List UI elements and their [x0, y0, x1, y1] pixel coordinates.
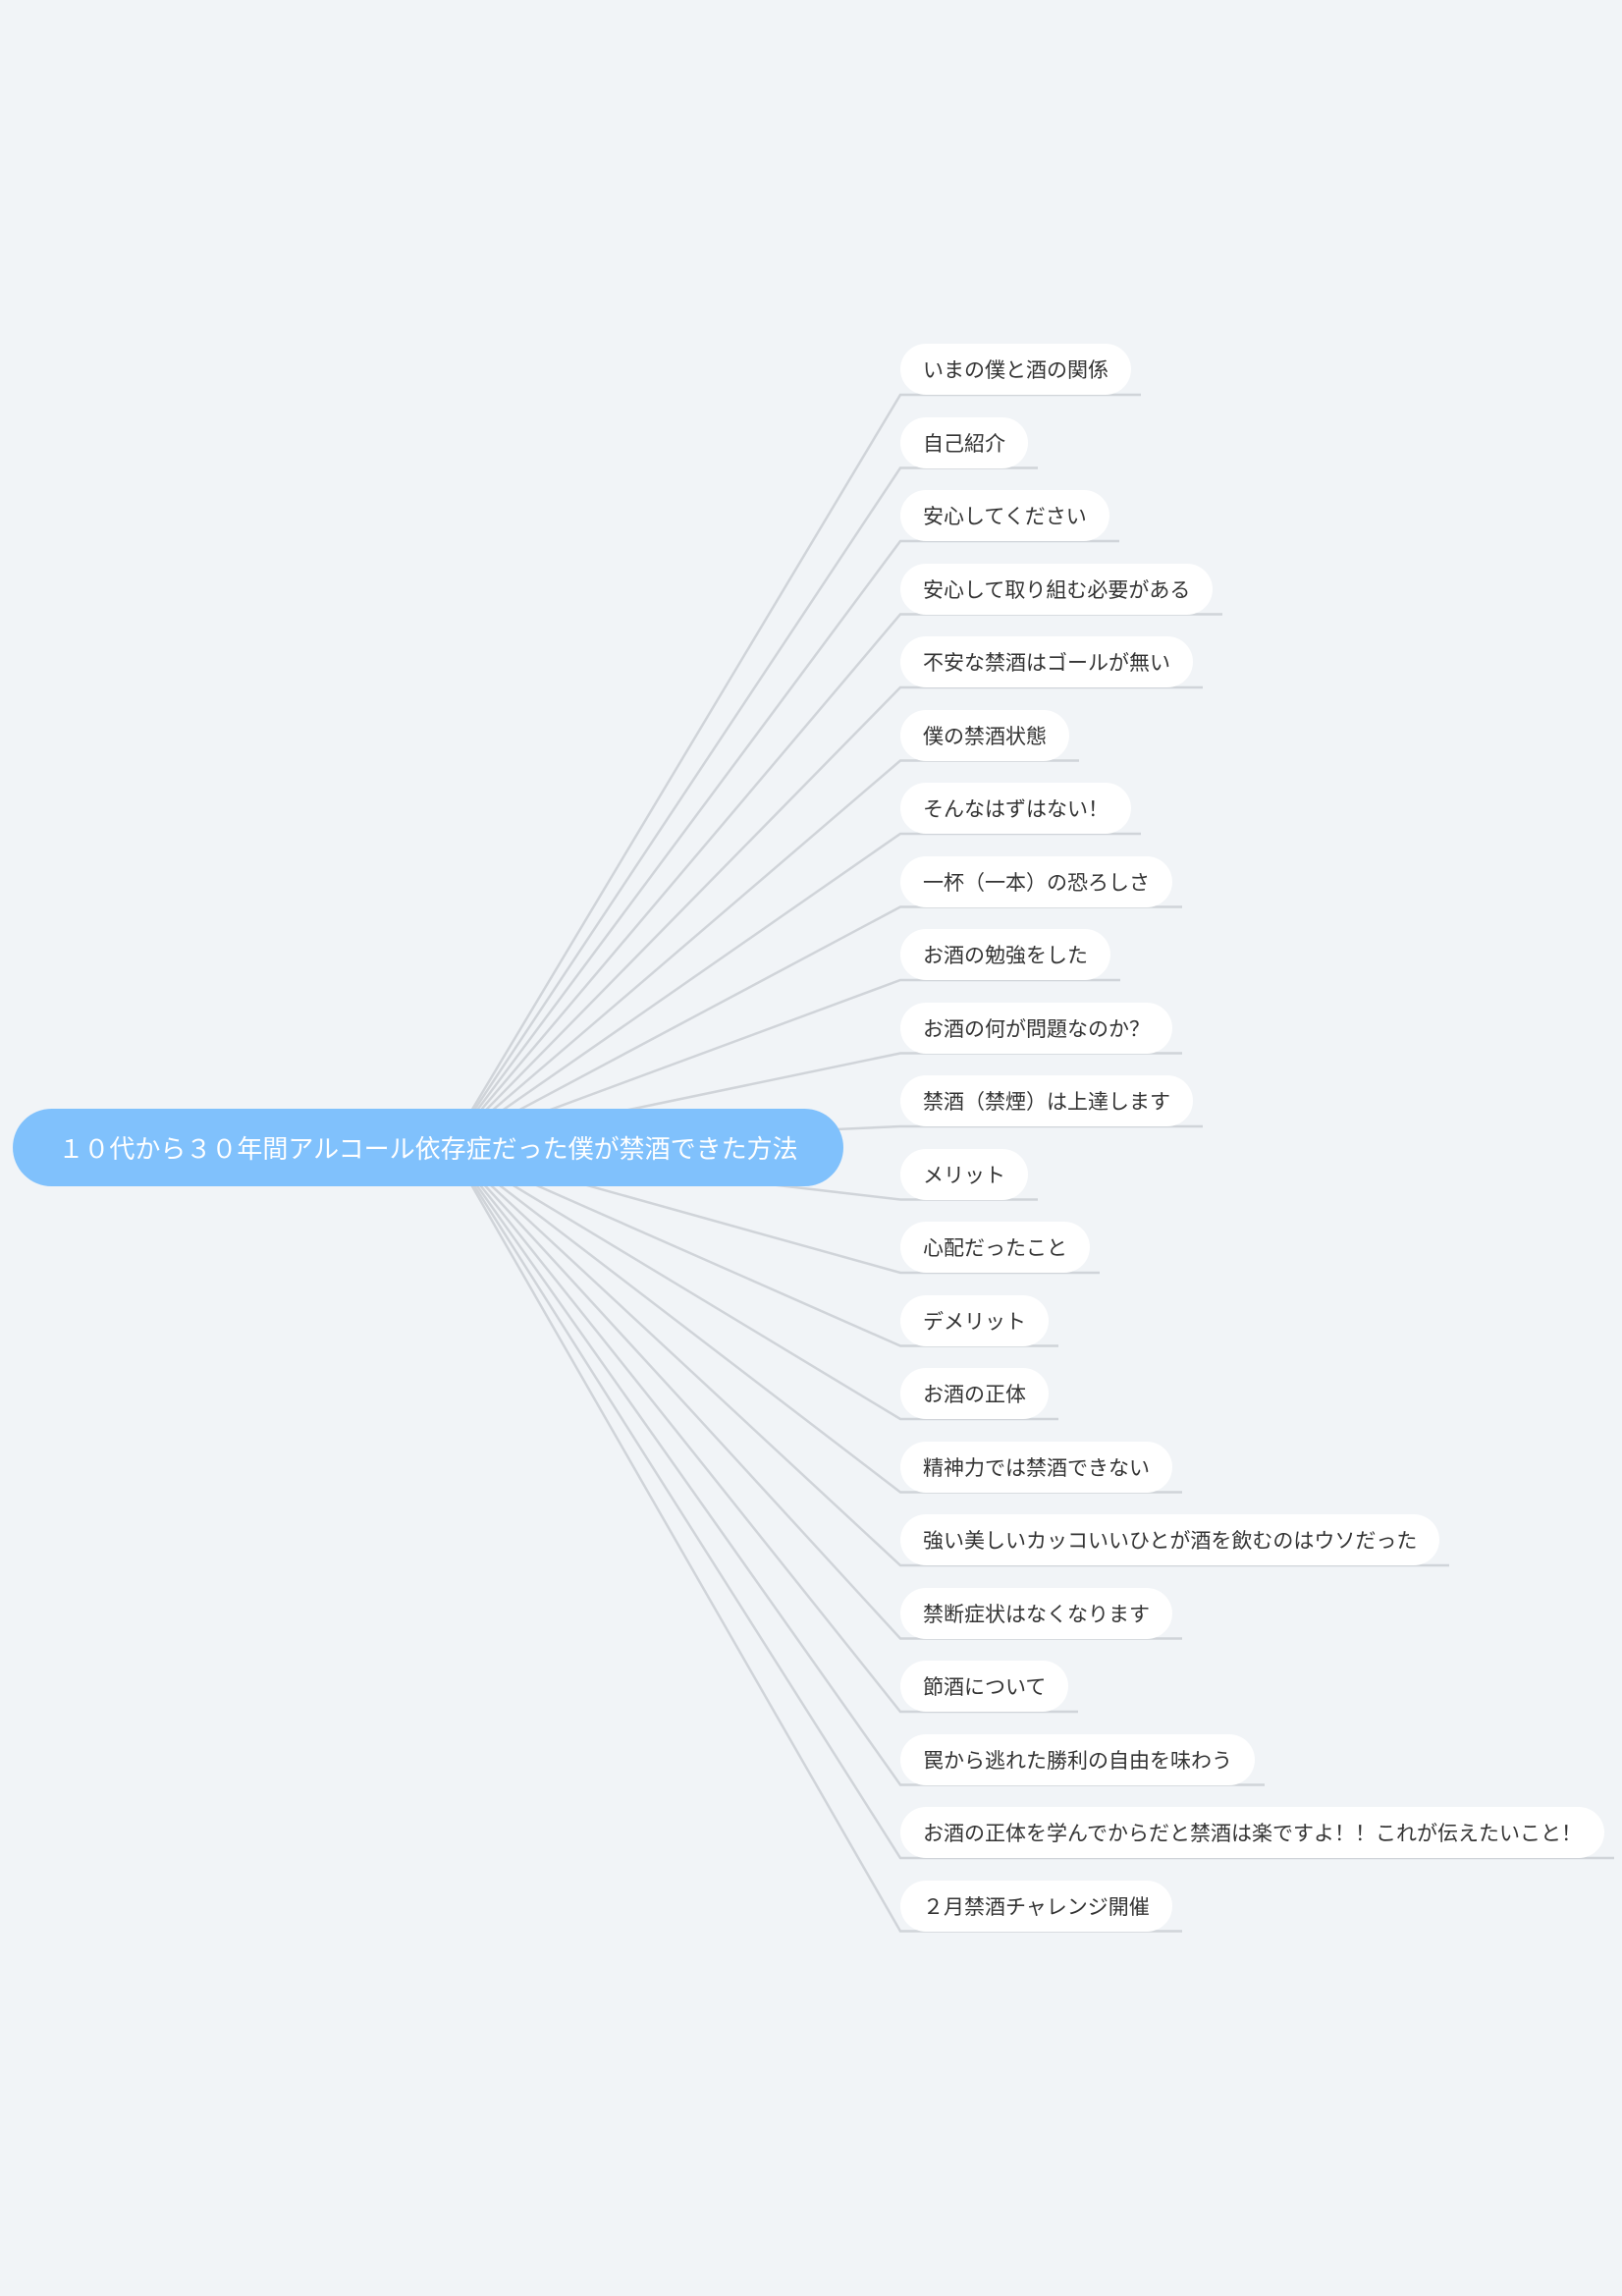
- topic-label: 禁断症状はなくなります: [923, 1602, 1150, 1626]
- connector-line: [449, 1146, 1182, 1494]
- connector-line: [448, 466, 1038, 1148]
- topic-label: 自己紹介: [923, 431, 1005, 456]
- connector-line: [449, 905, 1182, 1149]
- topic-node[interactable]: お酒の勉強をした: [900, 929, 1110, 980]
- topic-label: お酒の何が問題なのか？: [923, 1016, 1150, 1041]
- topic-label: 僕の禁酒状態: [923, 724, 1047, 748]
- topic-node[interactable]: メリット: [900, 1148, 1028, 1200]
- topic-label: 罠から逃れた勝利の自由を味わう: [923, 1748, 1232, 1773]
- connector-line: [449, 759, 1079, 1148]
- topic-node[interactable]: 節酒について: [900, 1661, 1069, 1712]
- connector-line: [449, 1146, 1182, 1640]
- topic-node[interactable]: 禁断症状はなくなります: [900, 1587, 1172, 1639]
- topic-node[interactable]: お酒の何が問題なのか？: [900, 1002, 1172, 1054]
- topic-node[interactable]: そんなはずはない！: [900, 783, 1131, 834]
- root-topic-label: １０代から３０年間アルコール依存症だった僕が禁酒できた方法: [58, 1135, 798, 1165]
- topic-label: デメリット: [923, 1309, 1026, 1334]
- topic-label: お酒の勉強をした: [923, 944, 1088, 967]
- topic-label: そんなはずはない！: [923, 797, 1108, 821]
- topic-label: 精神力では禁酒できない: [923, 1455, 1150, 1480]
- connector-line: [448, 1146, 1182, 1933]
- connector-line: [449, 1145, 1058, 1347]
- connector-line: [449, 1146, 1078, 1714]
- connector-line: [449, 613, 1222, 1148]
- connector-line: [449, 685, 1203, 1148]
- topic-label: お酒の正体を学んでからだと禁酒は楽ですよ！！これが伝えたいこと！: [923, 1822, 1582, 1845]
- topic-label: お酒の正体: [923, 1383, 1026, 1406]
- topic-node[interactable]: 僕の禁酒状態: [900, 709, 1069, 761]
- topic-label: 節酒について: [923, 1675, 1047, 1699]
- topic-node[interactable]: 安心して取り組む必要がある: [900, 563, 1214, 615]
- connector-line: [449, 1145, 1100, 1275]
- connector-line: [448, 1146, 1265, 1786]
- topic-node[interactable]: デメリット: [900, 1294, 1049, 1346]
- topic-node[interactable]: いまの僕と酒の関係: [900, 344, 1131, 395]
- connector-line: [448, 539, 1119, 1148]
- connector-line: [448, 393, 1141, 1148]
- connector-line: [449, 1145, 1058, 1421]
- topic-label: 強い美しいカッコいいひとが酒を飲むのはウソだった: [923, 1529, 1418, 1553]
- connector-line: [449, 832, 1141, 1149]
- connector-line: [449, 1146, 1449, 1567]
- root-topic[interactable]: １０代から３０年間アルコール依存症だった僕が禁酒できた方法: [13, 1109, 843, 1186]
- topic-label: 安心してください: [923, 505, 1087, 528]
- topic-label: 禁酒（禁煙）は上達します: [923, 1090, 1170, 1114]
- topic-node[interactable]: 強い美しいカッコいいひとが酒を飲むのはウソだった: [900, 1514, 1440, 1565]
- topic-node[interactable]: お酒の正体: [900, 1368, 1049, 1419]
- connector-line: [448, 1146, 1614, 1860]
- topic-label: いまの僕と酒の関係: [923, 358, 1108, 382]
- topic-node[interactable]: 一杯（一本）の恐ろしさ: [900, 855, 1172, 907]
- topic-label: 安心して取り組む必要がある: [923, 577, 1191, 602]
- topic-node[interactable]: ２月禁酒チャレンジ開催: [900, 1880, 1172, 1932]
- topic-node[interactable]: 禁酒（禁煙）は上達します: [900, 1075, 1193, 1126]
- topic-node[interactable]: 不安な禁酒はゴールが無い: [900, 636, 1193, 687]
- connector-line: [449, 978, 1120, 1149]
- topic-label: ２月禁酒チャレンジ開催: [923, 1894, 1150, 1919]
- topic-label: 一杯（一本）の恐ろしさ: [923, 870, 1150, 895]
- topic-node[interactable]: 自己紹介: [900, 416, 1028, 468]
- topic-label: 心配だったこと: [923, 1236, 1067, 1260]
- topic-node[interactable]: お酒の正体を学んでからだと禁酒は楽ですよ！！これが伝えたいこと！: [900, 1807, 1604, 1858]
- topic-label: 不安な禁酒はゴールが無い: [923, 651, 1170, 675]
- topic-node[interactable]: 心配だったこと: [900, 1222, 1090, 1273]
- topic-label: メリット: [923, 1163, 1005, 1187]
- topic-node[interactable]: 精神力では禁酒できない: [900, 1441, 1172, 1493]
- topic-node[interactable]: 安心してください: [900, 490, 1109, 541]
- topic-node[interactable]: 罠から逃れた勝利の自由を味わう: [900, 1733, 1255, 1785]
